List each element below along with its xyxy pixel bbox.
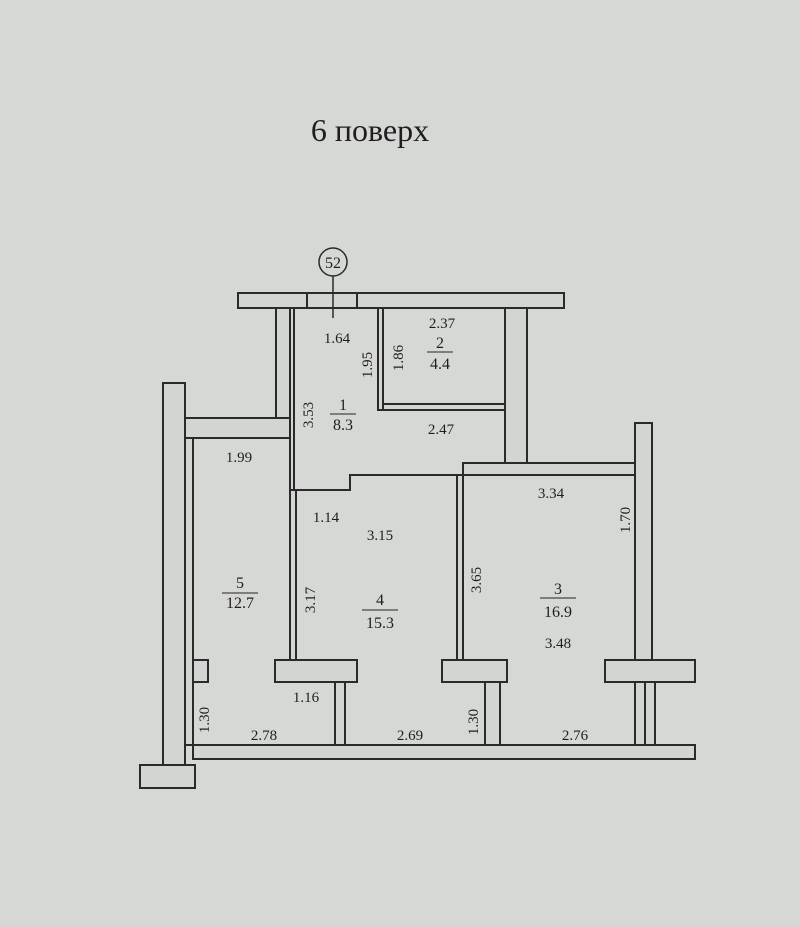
pier <box>484 681 501 746</box>
pier <box>334 681 346 746</box>
dimension-label: 3.53 <box>301 402 317 428</box>
dimension-label: 1.30 <box>197 707 213 733</box>
dimension-label: 2.47 <box>428 422 455 438</box>
bottom-wall <box>192 744 696 760</box>
dimensions: 1.64 2.37 1.95 1.86 3.53 2.47 1.99 1.14 … <box>197 316 634 744</box>
partition-wall <box>456 474 464 661</box>
room1-wall <box>289 307 295 491</box>
dimension-label: 1.30 <box>466 709 482 735</box>
dimension-label: 1.70 <box>618 507 634 533</box>
room-labels: 1 8.3 2 4.4 3 16.9 4 15.3 5 12.7 <box>222 335 576 632</box>
dimension-label: 1.16 <box>293 690 320 706</box>
room-3-number: 3 <box>554 581 562 598</box>
apartment-number: 52 <box>325 255 341 272</box>
wall-line <box>294 474 457 491</box>
wall-segment <box>184 417 291 439</box>
walls <box>139 292 696 789</box>
pier <box>441 659 508 683</box>
dimension-label: 1.64 <box>324 331 351 347</box>
room-5-area: 12.7 <box>226 595 254 612</box>
wall-segment <box>504 307 528 464</box>
pier <box>192 659 209 683</box>
top-wall <box>237 292 565 309</box>
dimension-label: 3.48 <box>545 636 571 652</box>
room-3-area: 16.9 <box>544 604 572 621</box>
dimension-label: 3.17 <box>303 586 319 613</box>
left-outer-wall <box>162 382 186 769</box>
room-1-number: 1 <box>339 397 347 414</box>
dimension-label: 3.15 <box>367 528 393 544</box>
room-1-area: 8.3 <box>333 417 353 434</box>
dimension-label: 1.99 <box>226 450 252 466</box>
wall-segment <box>139 764 196 789</box>
pier <box>644 681 656 746</box>
bathroom-wall <box>382 403 506 411</box>
dimension-label: 1.14 <box>313 510 340 526</box>
dimension-label: 2.69 <box>397 728 423 744</box>
dimension-label: 2.76 <box>562 728 589 744</box>
room-4-number: 4 <box>376 592 384 609</box>
room-2-number: 2 <box>436 335 444 352</box>
floor-title: 6 поверх <box>310 112 430 148</box>
room-2-area: 4.4 <box>430 356 450 373</box>
wall-segment <box>184 437 194 746</box>
room-4-area: 15.3 <box>366 615 394 632</box>
dimension-label: 3.65 <box>469 567 485 593</box>
wall-segment <box>462 462 636 476</box>
dimension-label: 3.34 <box>538 486 565 502</box>
partition-wall <box>289 489 297 661</box>
room-5-number: 5 <box>236 575 244 592</box>
dimension-label: 2.37 <box>429 316 456 332</box>
wall-segment <box>275 307 291 419</box>
apartment-marker: 52 <box>318 247 348 318</box>
pier <box>604 659 696 683</box>
dimension-label: 1.95 <box>360 352 376 378</box>
bathroom-wall <box>377 307 384 411</box>
pier <box>274 659 358 683</box>
dimension-label: 2.78 <box>251 728 277 744</box>
dimension-label: 1.86 <box>391 344 407 371</box>
